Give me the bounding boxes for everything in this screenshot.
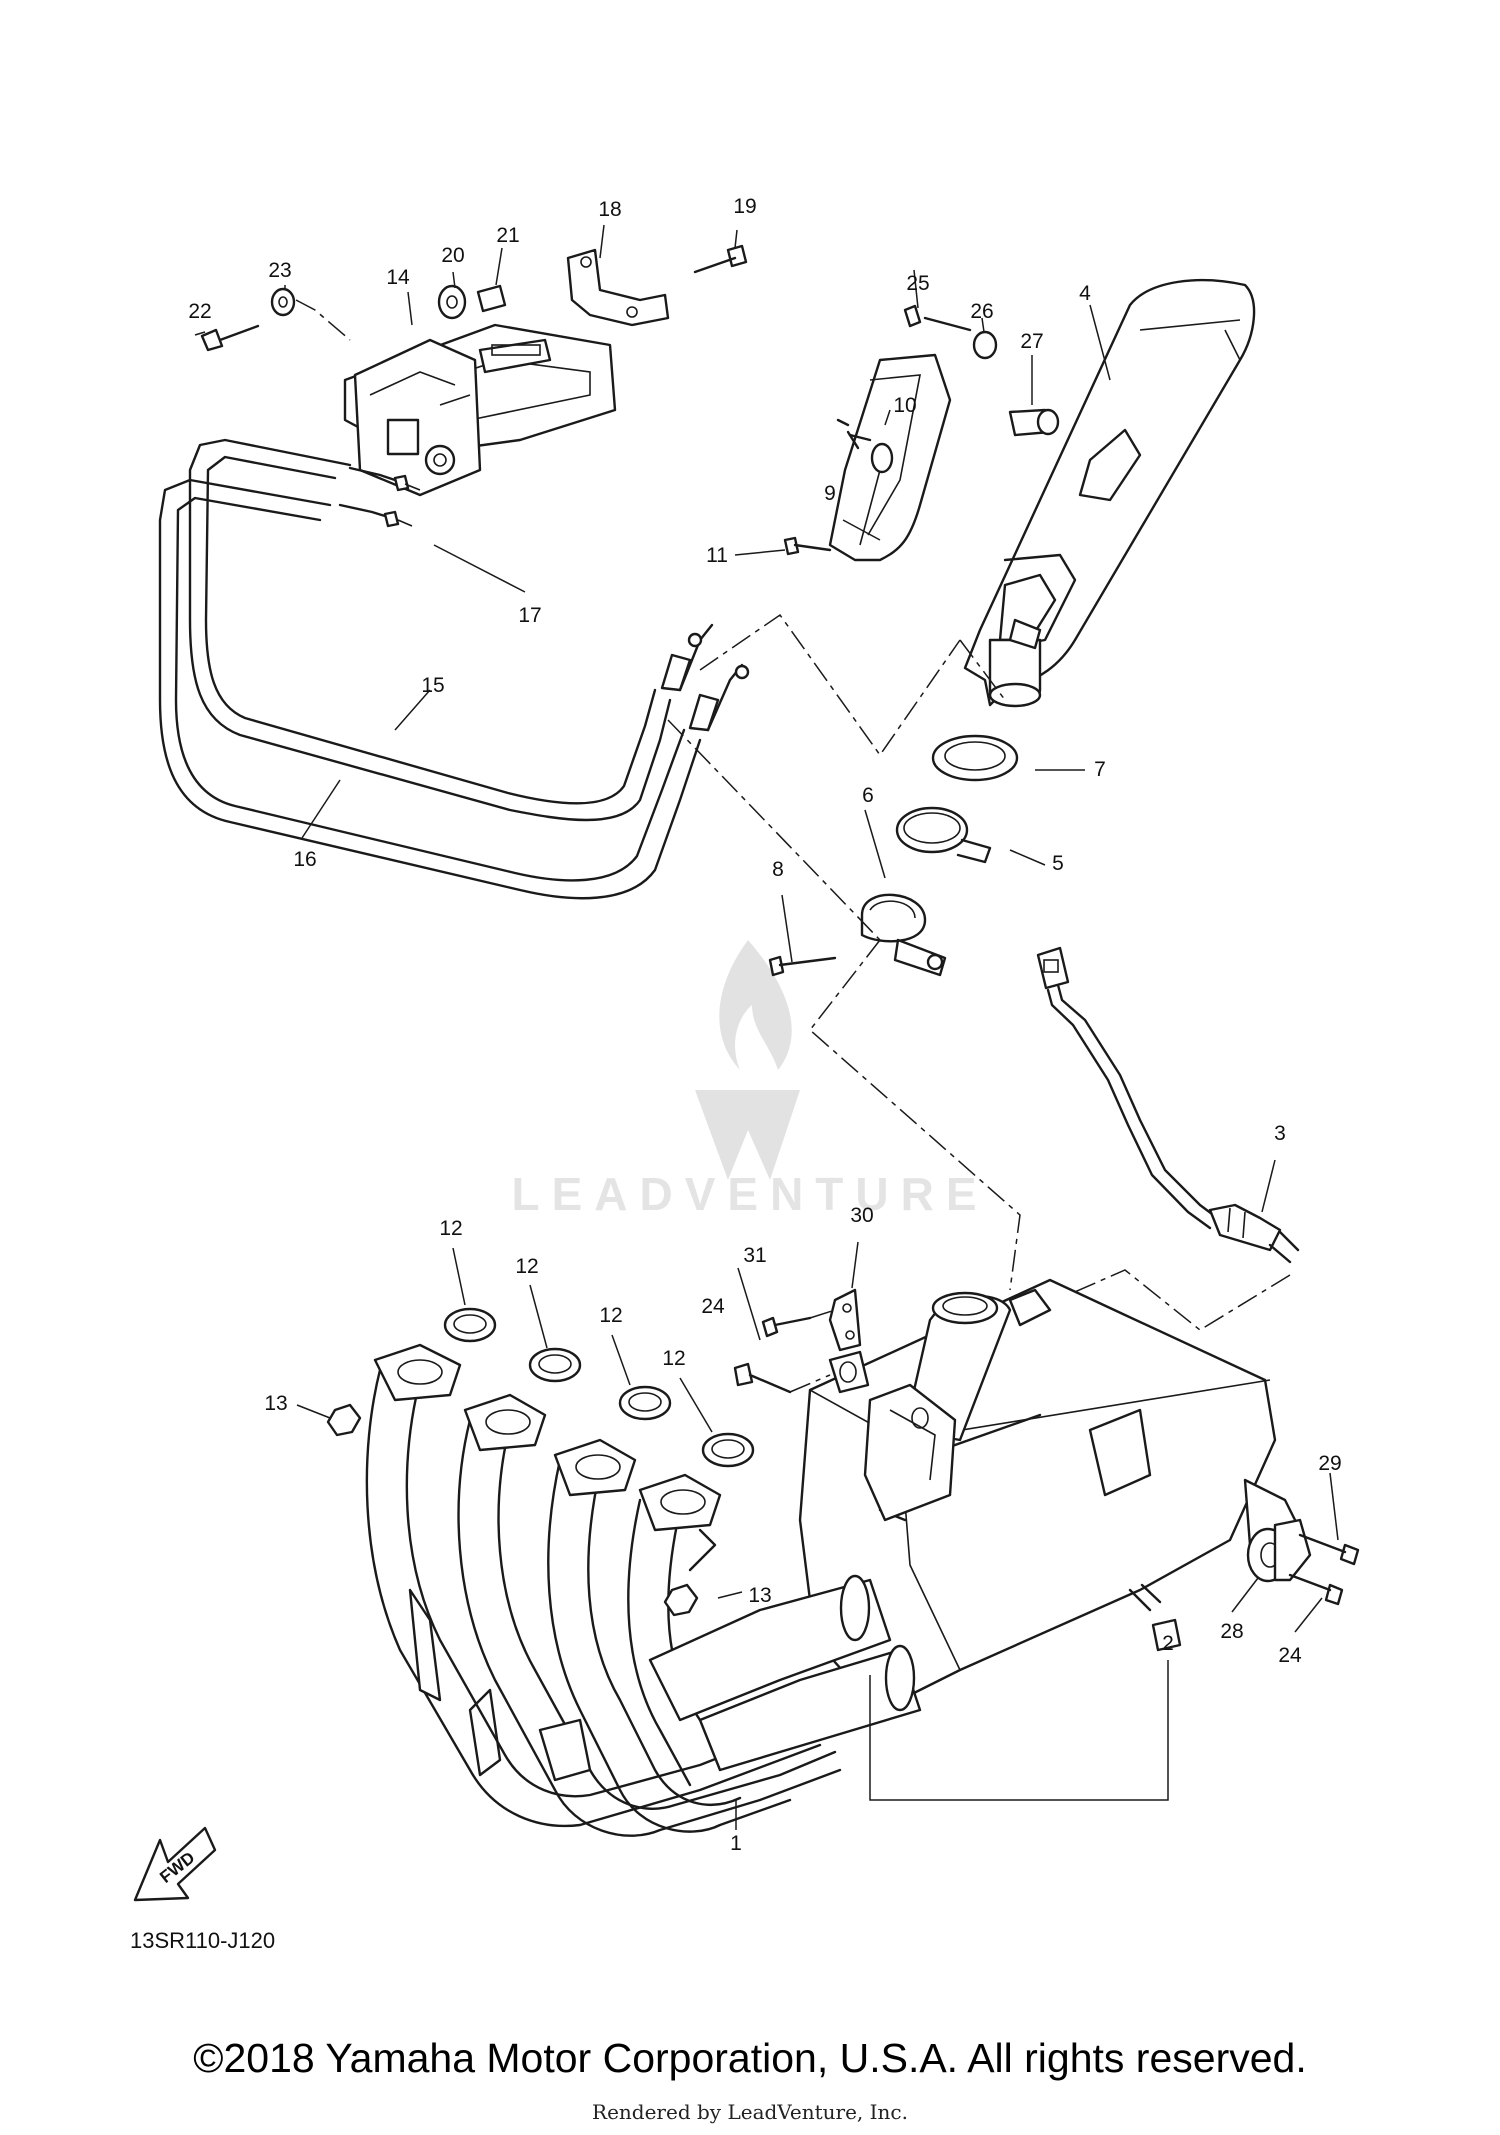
rendered-by-text: Rendered by LeadVenture, Inc. [592,2100,908,2124]
callout-19: 19 [733,195,756,218]
callout-13a: 13 [264,1392,287,1415]
bolt-22 [200,324,260,352]
callout-11: 11 [706,544,728,567]
grommet-20 [437,284,467,320]
gasket-7 [931,734,1019,782]
bolt-25 [903,304,972,332]
watermark-text: LEADVENTURE [511,1168,988,1220]
diagram-code: 13SR110-J120 [130,1928,275,1953]
gasket-12a [443,1307,497,1343]
callout-10: 10 [893,394,916,417]
cable-15 [188,438,672,822]
bracket-18 [566,248,670,327]
callout-7: 7 [1094,758,1106,781]
bolt-29 [1298,1533,1360,1566]
muffler-upper-assembly [783,278,1256,708]
watermark-flame-icon [719,940,792,1070]
gasket-12d [701,1432,755,1468]
joint-components [768,734,1019,977]
callout-6: 6 [862,784,874,807]
connection-lines [667,613,1291,1331]
callout-labels: 1 2 3 4 5 6 7 8 9 10 11 12 12 12 12 13 1… [188,195,1341,1855]
callout-24b: 24 [1278,1644,1302,1667]
servo-pulley [424,444,456,476]
bolt-24a [733,1362,792,1394]
callout-14: 14 [386,266,410,289]
bolt-19 [693,244,748,274]
servo-connector [386,418,420,456]
callout-1: 1 [730,1832,742,1855]
callout-5: 5 [1052,852,1064,875]
fasteners-lower [326,1288,1360,1617]
callout-12a: 12 [439,1217,462,1240]
bolt-8 [768,955,837,977]
callout-25: 25 [906,272,929,295]
bolt-31 [761,1316,812,1338]
screw-10 [836,418,872,442]
callout-18: 18 [598,198,621,221]
damper-2 [1151,1618,1182,1652]
callout-8: 8 [772,858,784,881]
gasket-12c [618,1385,672,1421]
callout-22: 22 [188,300,211,323]
collar-21 [476,284,507,313]
callout-17: 17 [518,604,541,627]
washer-23 [270,287,296,317]
callout-12d: 12 [662,1347,685,1370]
washer-26 [972,330,998,360]
main-muffler-1 [798,1278,1302,1702]
forward-direction-indicator: FWD [133,1826,217,1902]
leader-lines [194,224,1339,1830]
screw-11 [783,536,832,556]
nut-13b [663,1583,699,1617]
o2-sensor-3 [1036,946,1300,1264]
callout-2: 2 [1162,1632,1174,1655]
callout-26: 26 [970,300,993,323]
callout-27: 27 [1020,330,1043,353]
cable-16 [158,478,702,900]
clamp-5 [895,806,969,854]
throttle-cables [158,438,750,900]
servo-bracket-assembly [200,244,748,497]
callout-12b: 12 [515,1255,538,1278]
servo-motor-14 [353,338,482,497]
exhaust-header-pipes [365,1343,922,1837]
callout-20: 20 [441,244,464,267]
leadventure-watermark: LEADVENTURE [511,940,988,1220]
callout-21: 21 [496,224,519,247]
nut-13a [326,1403,362,1437]
exhaust-gaskets-12 [443,1307,755,1468]
flange-4 [638,1473,722,1532]
callout-29: 29 [1318,1452,1341,1475]
callout-23: 23 [268,259,291,282]
watermark-v-icon [695,1090,800,1180]
callout-15: 15 [421,674,444,697]
callout-30: 30 [850,1204,873,1227]
flange-3 [553,1438,637,1497]
callout-13b: 13 [748,1584,771,1607]
callout-12c: 12 [599,1304,622,1327]
gasket-12b [528,1347,582,1383]
callout-4: 4 [1079,282,1091,305]
callout-16: 16 [293,848,316,871]
copyright-notice: ©2018 Yamaha Motor Corporation, U.S.A. A… [193,2035,1307,2081]
callout-24a: 24 [701,1295,725,1318]
callout-31: 31 [743,1244,766,1267]
callout-3: 3 [1274,1122,1286,1145]
callout-9: 9 [824,482,836,505]
callout-28: 28 [1220,1620,1243,1643]
bracket-30 [828,1288,862,1352]
flange-2 [463,1393,547,1452]
bolt-24b [1288,1573,1344,1606]
flange-1 [373,1343,462,1402]
fwd-arrow-icon [133,1826,217,1902]
